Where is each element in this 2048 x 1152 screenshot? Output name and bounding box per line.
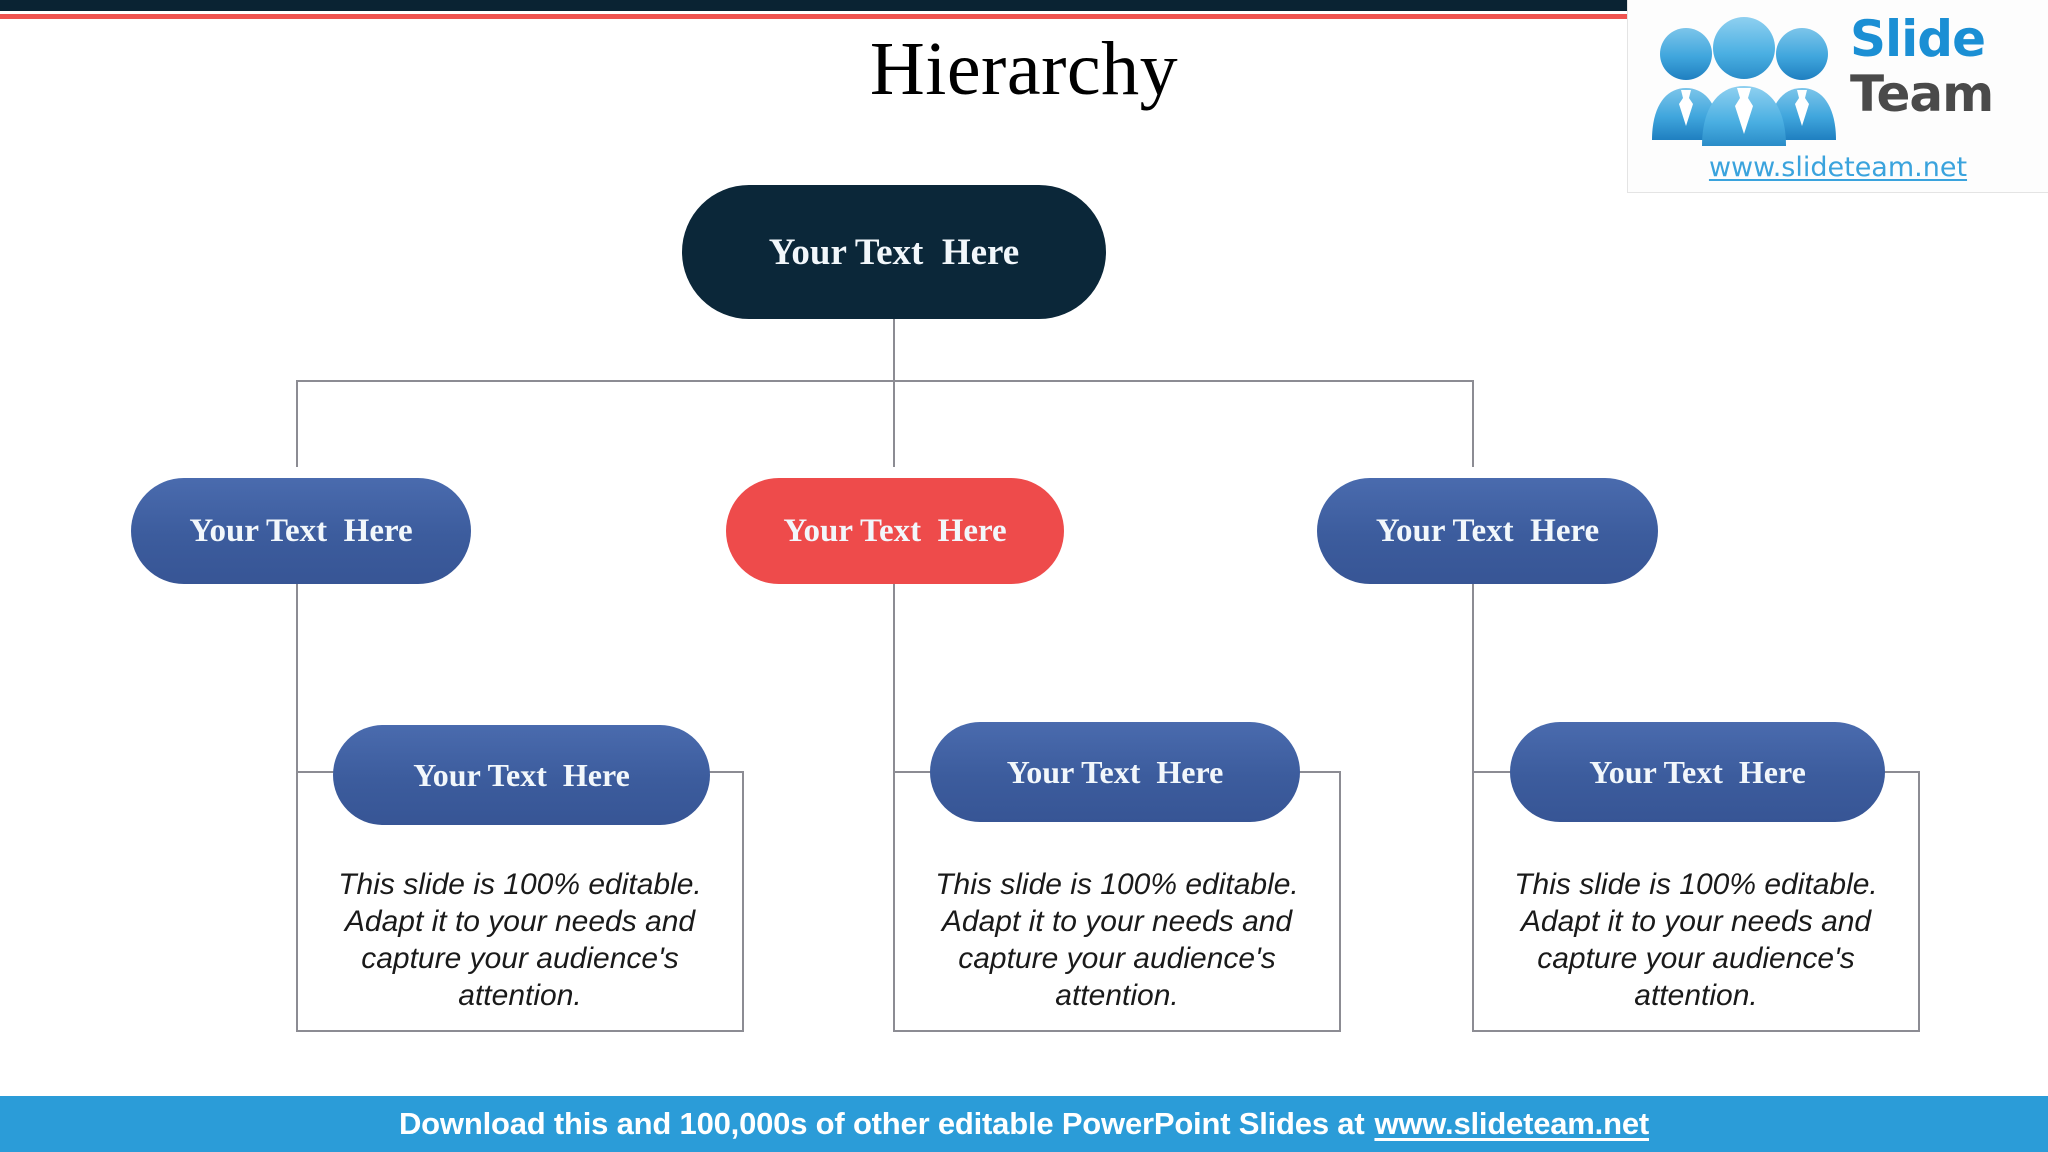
- node-level3-2[interactable]: Your Text Here: [930, 722, 1300, 822]
- page-title: Hierarchy: [869, 27, 1179, 111]
- logo-inner: Slide Team www.slideteam.net: [1628, 6, 2048, 192]
- node-level2-2-label: Your Text Here: [783, 512, 1007, 549]
- top-red-accent-bar: [0, 14, 2048, 19]
- detail-text-1: This slide is 100% editable. Adapt it to…: [338, 868, 702, 1012]
- connector-node-3-to-detail: [1472, 584, 1474, 774]
- top-bar-gap: [0, 11, 2048, 14]
- detail-text-3: This slide is 100% editable. Adapt it to…: [1514, 868, 1878, 1012]
- connector-bus-to-node-2: [893, 380, 895, 467]
- logo-word-team: Team: [1850, 65, 1994, 123]
- node-level3-1-label: Your Text Here: [413, 756, 630, 793]
- node-level3-1[interactable]: Your Text Here: [333, 725, 710, 825]
- node-level2-1-label: Your Text Here: [189, 512, 413, 549]
- logo-url-link[interactable]: www.slideteam.net: [1708, 152, 1968, 183]
- node-root-label: Your Text Here: [768, 231, 1020, 273]
- node-root[interactable]: Your Text Here: [682, 185, 1106, 319]
- node-level3-3[interactable]: Your Text Here: [1510, 722, 1885, 822]
- detail-text-2: This slide is 100% editable. Adapt it to…: [935, 868, 1299, 1012]
- node-level3-2-label: Your Text Here: [1006, 753, 1224, 790]
- cta-text-wrap: Download this and 100,000s of other edit…: [0, 1096, 2048, 1152]
- node-level2-3-label: Your Text Here: [1375, 512, 1600, 549]
- connector-node-2-to-detail: [893, 584, 895, 774]
- logo-wordmark: Slide Team: [1850, 12, 2046, 122]
- cta-text: Download this and 100,000s of other edit…: [399, 1106, 1365, 1141]
- cta-banner[interactable]: Download this and 100,000s of other edit…: [0, 1096, 2048, 1152]
- connector-node-1-to-detail: [296, 584, 298, 774]
- connector-root-stem: [893, 318, 895, 382]
- three-people-with-ties-icon: [1652, 17, 1836, 146]
- node-level2-1[interactable]: Your Text Here: [131, 478, 471, 584]
- logo-word-slide: Slide: [1850, 10, 1986, 68]
- node-level2-2[interactable]: Your Text Here: [726, 478, 1064, 584]
- connector-bus-to-node-3: [1472, 380, 1474, 467]
- connector-horizontal-bus: [296, 380, 1474, 382]
- cta-link[interactable]: www.slideteam.net: [1374, 1106, 1649, 1141]
- node-level3-3-label: Your Text Here: [1589, 753, 1806, 790]
- slideteam-logo[interactable]: Slide Team www.slideteam.net: [1628, 0, 2048, 192]
- connector-bus-to-node-1: [296, 380, 298, 467]
- node-level2-3[interactable]: Your Text Here: [1317, 478, 1658, 584]
- top-navy-bar: [0, 0, 2048, 11]
